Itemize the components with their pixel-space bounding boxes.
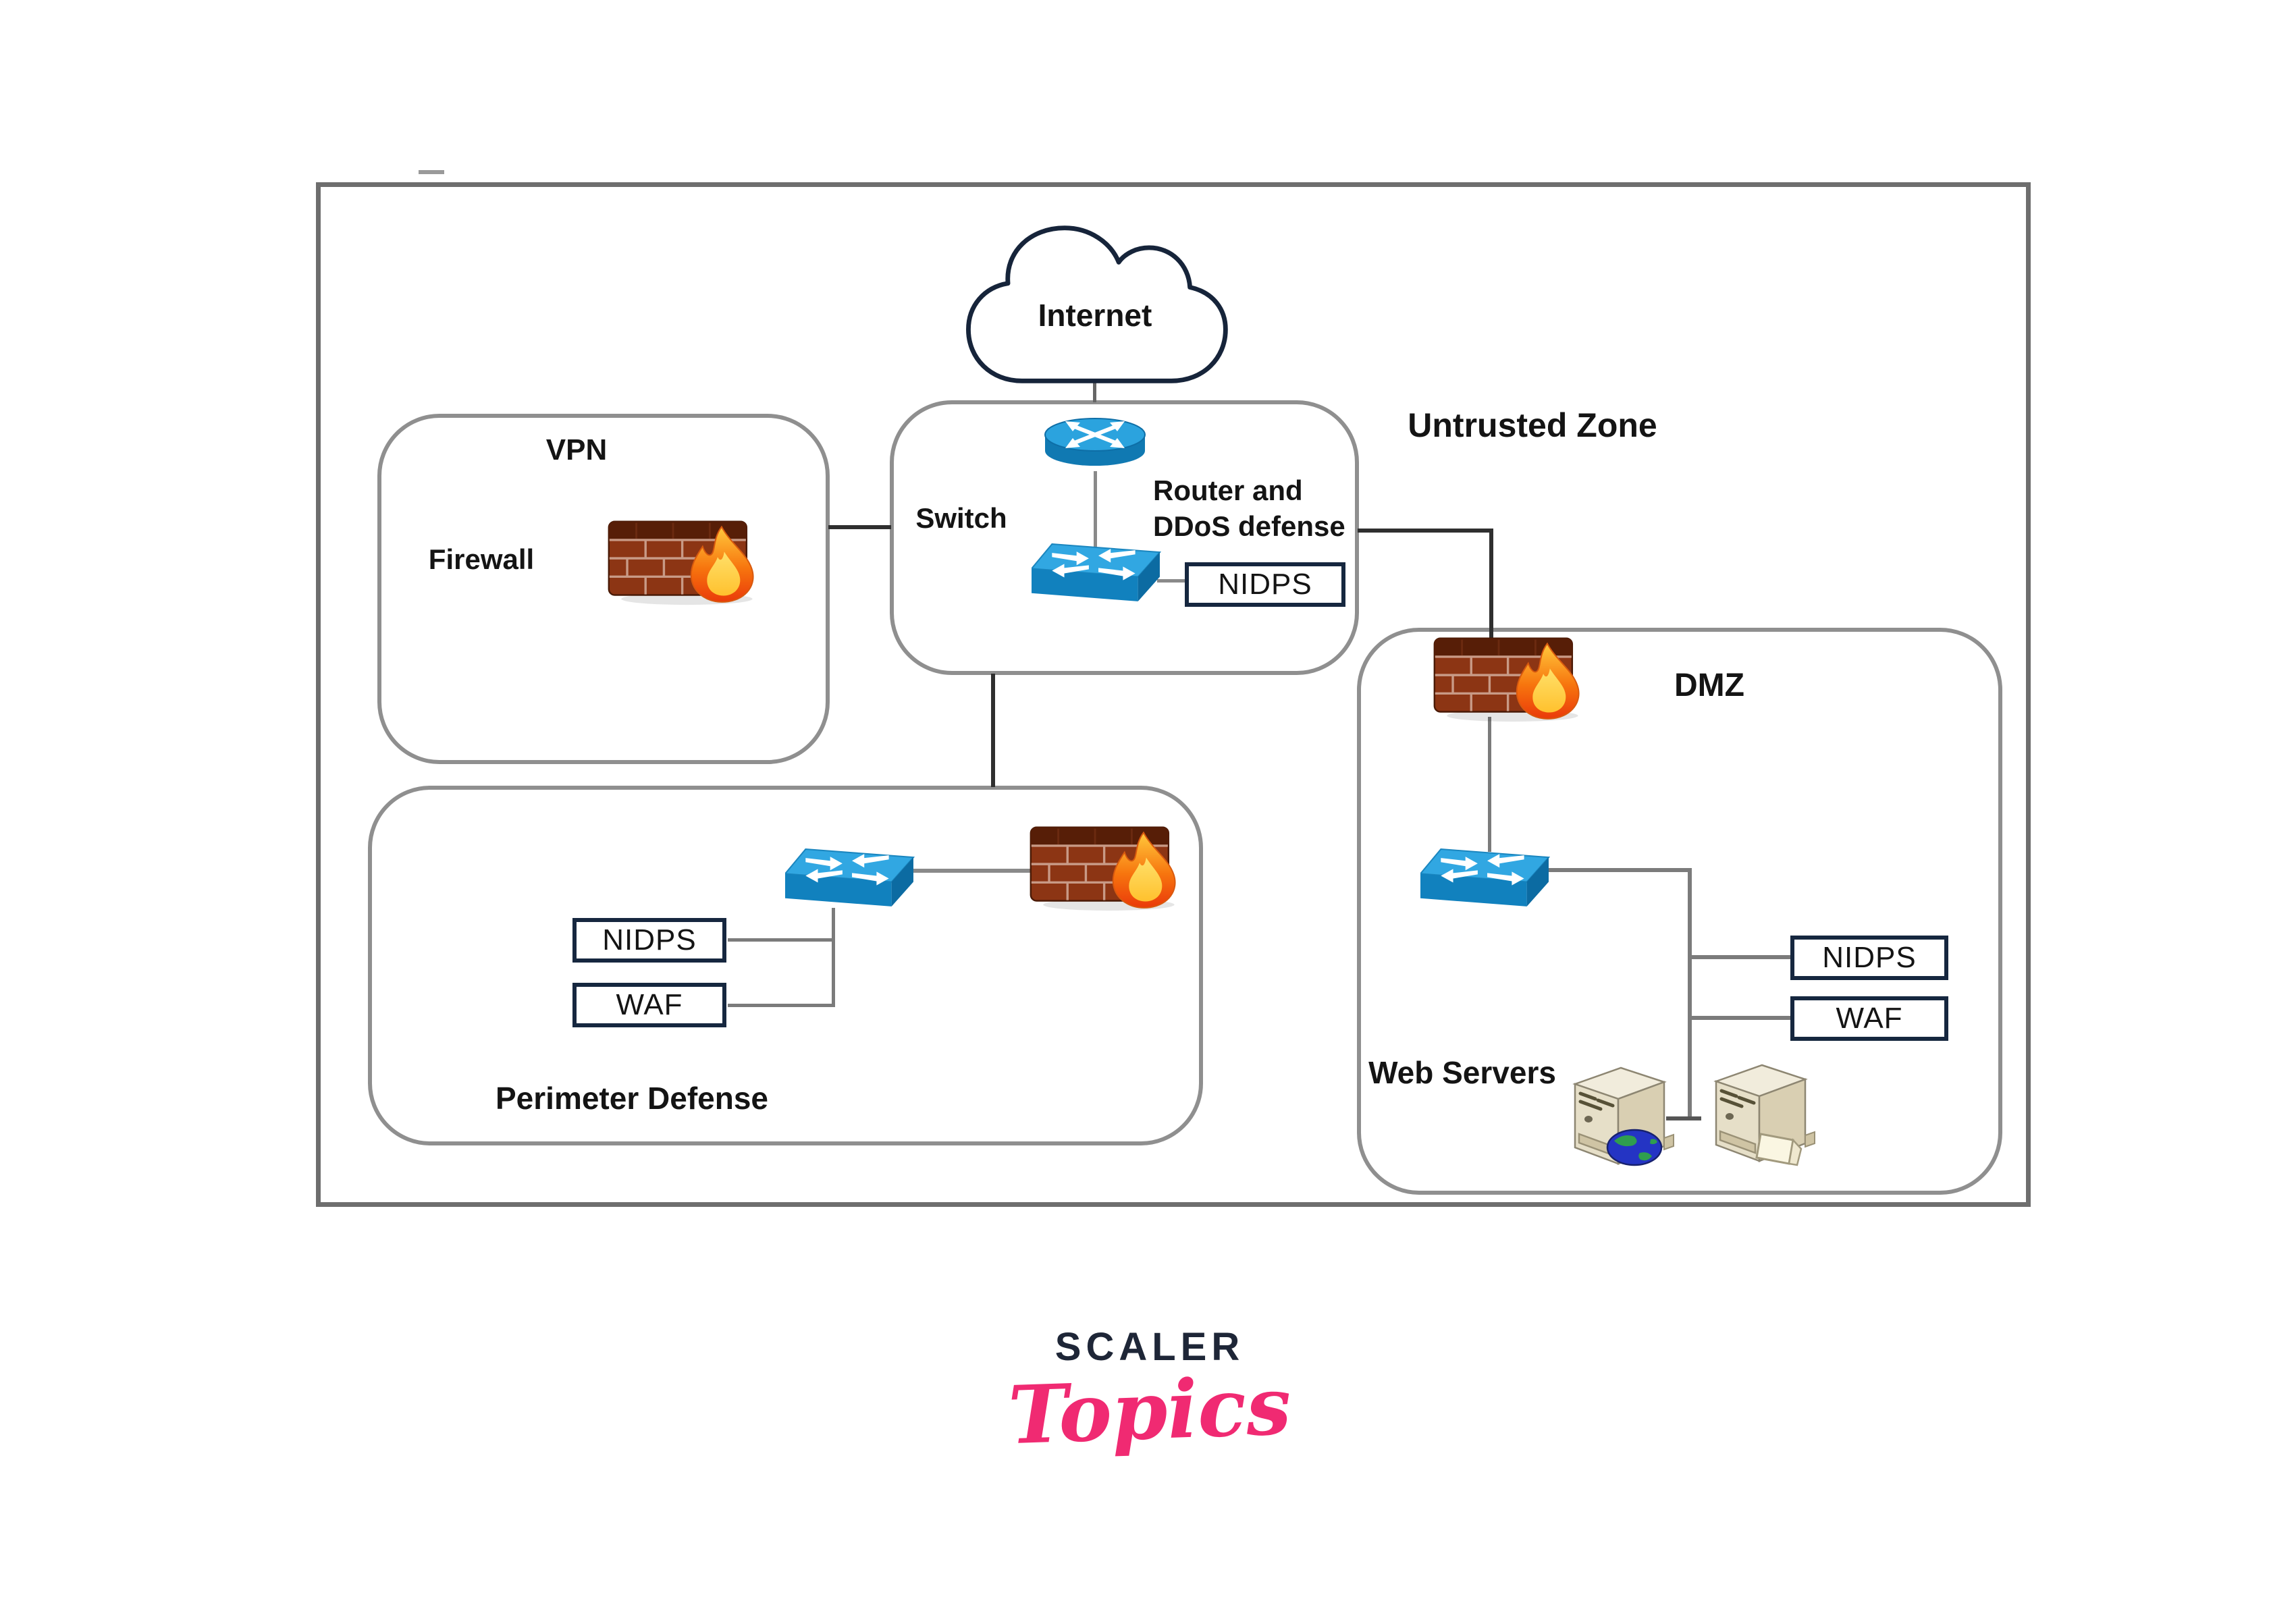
waf-label: WAF <box>1836 1002 1903 1035</box>
router-caption-line2: DDoS defense <box>1153 510 1345 542</box>
edge-perimeter-waf-stub <box>728 1004 834 1007</box>
edge-dmz-bus-to-servers <box>1666 1116 1701 1120</box>
firewall-label: Firewall <box>428 543 535 575</box>
waf-box-dmz: WAF <box>1790 996 1948 1041</box>
edge-switch-to-nidps <box>1157 579 1187 583</box>
switch-icon <box>1420 846 1550 911</box>
edge-perimeter-nidps-stub <box>728 938 834 942</box>
dmz-zone-title: DMZ <box>1674 668 1744 703</box>
untrusted-zone-label: Untrusted Zone <box>1408 406 1657 444</box>
switch-icon <box>1032 541 1161 606</box>
vpn-zone-title: VPN <box>545 433 608 466</box>
router-icon <box>1041 416 1149 471</box>
brand-sub-wordmark: Topics <box>1007 1358 1293 1463</box>
nidps-box-dmz: NIDPS <box>1790 936 1948 980</box>
brand-wordmark: SCALER <box>1054 1325 1245 1369</box>
edge-perimeter-switch-vertical <box>832 908 835 1007</box>
nidps-box-perimeter: NIDPS <box>572 918 726 963</box>
edge-router-to-switch <box>1094 471 1097 547</box>
switch-label: Switch <box>915 502 1007 534</box>
web-server-files-icon <box>1696 1061 1824 1166</box>
dmz-zone-box <box>1357 628 2002 1195</box>
edge-perimeter-switch-to-firewall <box>911 869 1033 873</box>
router-ddos-caption: Router and DDoS defense <box>1153 472 1437 544</box>
nidps-label: NIDPS <box>602 923 697 956</box>
edge-firewall-to-dmz-switch <box>1488 717 1491 852</box>
vpn-zone-box <box>377 414 830 764</box>
firewall-icon <box>1025 821 1190 913</box>
edge-switchbox-to-perimeter <box>991 674 995 787</box>
web-servers-label: Web Servers <box>1368 1055 1556 1090</box>
waf-box-perimeter: WAF <box>572 983 726 1027</box>
router-caption-line1: Router and <box>1153 475 1303 506</box>
waf-label: WAF <box>616 988 683 1021</box>
edge-dmz-bus-to-waf <box>1692 1016 1790 1020</box>
edge-dmz-switch-horizontal <box>1527 868 1692 872</box>
nidps-box-core: NIDPS <box>1185 562 1345 607</box>
edge-dmz-bus-to-nidps <box>1692 955 1790 959</box>
perimeter-defense-title: Perimeter Defense <box>496 1081 768 1116</box>
stray-dash <box>419 170 444 174</box>
edge-vpn-to-switchbox <box>828 525 891 529</box>
internet-label: Internet <box>1038 298 1152 333</box>
untrusted-zone-boundary <box>316 182 2031 1207</box>
nidps-label: NIDPS <box>1218 568 1312 601</box>
web-server-globe-icon <box>1555 1064 1683 1169</box>
edge-switchbox-to-dmz-vertical <box>1489 529 1493 640</box>
edge-internet-to-switchbox <box>1093 382 1096 402</box>
edge-dmz-bus-vertical <box>1688 868 1692 1120</box>
firewall-icon <box>603 515 768 607</box>
nidps-label: NIDPS <box>1822 941 1917 974</box>
switch-icon <box>785 846 915 911</box>
edge-switchbox-to-dmz-horizontal <box>1358 529 1493 533</box>
firewall-icon <box>1429 632 1593 724</box>
